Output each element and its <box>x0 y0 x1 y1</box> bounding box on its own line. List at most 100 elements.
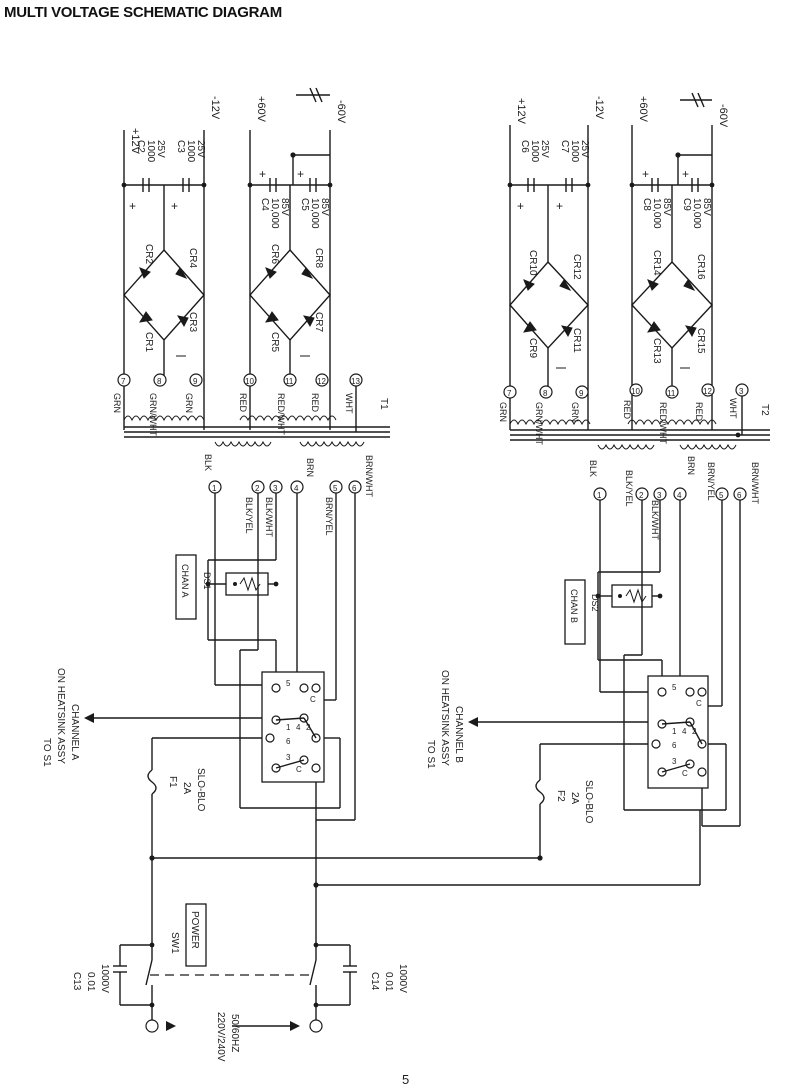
cap-ref-c9: C9 <box>681 198 692 211</box>
svg-text:1000: 1000 <box>529 140 540 163</box>
svg-text:5: 5 <box>286 679 291 688</box>
svg-text:85V: 85V <box>279 198 290 216</box>
mains-voltage: 220V/240V <box>215 1012 226 1062</box>
svg-text:C: C <box>696 699 702 708</box>
transformer-label-t1: T1 <box>378 398 389 410</box>
svg-text:RED: RED <box>238 393 248 413</box>
svg-text:1000: 1000 <box>145 140 156 163</box>
svg-text:+: + <box>259 167 266 181</box>
svg-text:12: 12 <box>703 387 712 396</box>
power-label-box <box>185 903 207 967</box>
svg-text:C: C <box>296 765 302 774</box>
cap-ref-c13: C13 <box>71 972 82 991</box>
svg-text:1: 1 <box>597 491 602 500</box>
svg-text:+: + <box>517 199 524 213</box>
diode-cr15: CR15 <box>695 328 706 354</box>
svg-text:1: 1 <box>286 723 291 732</box>
svg-text:+: + <box>642 167 649 181</box>
rail-label-pos12-b: +12V <box>515 98 527 125</box>
switch-ref-sw1: SW1 <box>169 932 180 954</box>
ds1-ref: DS1 <box>202 572 212 590</box>
svg-text:+: + <box>171 199 178 213</box>
diode-cr12: CR12 <box>571 254 582 280</box>
svg-text:2: 2 <box>306 723 311 732</box>
svg-text:RED: RED <box>694 402 704 422</box>
svg-text:BRN: BRN <box>686 456 696 475</box>
to-s1-b: TO S1 <box>425 740 436 769</box>
rail-label-neg60-a: -60V <box>335 100 347 124</box>
svg-text:1000: 1000 <box>569 140 580 163</box>
ds1-lamp <box>225 572 269 596</box>
rail-label-neg60-b: -60V <box>717 104 729 128</box>
svg-text:25V: 25V <box>155 140 166 158</box>
svg-text:6: 6 <box>737 491 742 500</box>
channel-b-fuse-labels: TO S1 ON HEATSINK ASSY CHANNEL B F2 2A S… <box>425 670 594 824</box>
svg-text:5: 5 <box>719 491 724 500</box>
transformer-t2: T2 7 8 9 10 11 12 3 GRN GRN/WHT GRN RED … <box>498 383 770 541</box>
diode-cr10: CR10 <box>527 250 538 276</box>
diode-cr5: CR5 <box>269 332 280 352</box>
svg-text:BLK/YEL: BLK/YEL <box>244 497 254 534</box>
cap-ref-c5: C5 <box>299 198 310 211</box>
svg-text:CHANNEL B: CHANNEL B <box>453 706 464 763</box>
svg-text:4: 4 <box>677 491 682 500</box>
rail-label-pos60-a: +60V <box>255 96 267 123</box>
svg-text:10: 10 <box>245 377 254 386</box>
svg-text:4: 4 <box>682 727 687 736</box>
svg-text:GRN: GRN <box>570 402 580 422</box>
svg-text:WHT: WHT <box>344 393 354 414</box>
diode-cr2: CR2 <box>143 244 154 264</box>
chan-b-label: CHAN B <box>569 589 579 623</box>
svg-text:ON HEATSINK ASSY: ON HEATSINK ASSY <box>439 670 450 766</box>
svg-text:GRN/WHT: GRN/WHT <box>534 402 544 445</box>
channel-a-selector: CHAN A DS1 5 1 6 3 4 2 C C <box>84 493 356 861</box>
svg-text:RED: RED <box>622 400 632 420</box>
channel-b-selector: CHAN B DS2 5 1 6 3 4 2 C C <box>468 500 741 858</box>
page-number: 5 <box>402 1072 410 1087</box>
channel-a-supply: + + + + +12V -12V +60V -60V C2 1000 25V … <box>121 87 347 430</box>
power-label: POWER <box>189 911 200 949</box>
mains-terminal-2 <box>309 1019 323 1033</box>
cap-ref-c7: C7 <box>559 140 570 153</box>
svg-text:CHANNEL A: CHANNEL A <box>69 704 80 761</box>
diode-cr13: CR13 <box>651 338 662 364</box>
svg-text:10,000: 10,000 <box>651 198 662 229</box>
svg-text:ON HEATSINK ASSY: ON HEATSINK ASSY <box>55 668 66 764</box>
svg-text:GRN/WHT: GRN/WHT <box>148 393 158 436</box>
svg-text:RED: RED <box>310 393 320 413</box>
svg-text:2A: 2A <box>181 782 192 795</box>
diode-cr8: CR8 <box>313 248 324 268</box>
svg-text:1000V: 1000V <box>99 964 110 993</box>
svg-text:BLK: BLK <box>203 454 213 471</box>
svg-text:WHT: WHT <box>728 398 738 419</box>
diode-cr6: CR6 <box>269 244 280 264</box>
svg-text:C: C <box>310 695 316 704</box>
svg-text:3: 3 <box>273 484 278 493</box>
svg-text:BRN/WHT: BRN/WHT <box>364 455 374 497</box>
svg-text:12: 12 <box>317 377 326 386</box>
fuse-f1-ref: F1 <box>167 776 178 788</box>
svg-text:RED/WHT: RED/WHT <box>658 402 668 444</box>
cap-ref-c14: C14 <box>369 972 380 991</box>
svg-text:10,000: 10,000 <box>269 198 280 229</box>
svg-text:+: + <box>556 199 563 213</box>
svg-text:13: 13 <box>351 377 360 386</box>
diode-cr3: CR3 <box>187 312 198 332</box>
diode-cr1: CR1 <box>143 332 154 352</box>
mains-input: C13 0.01 1000V C14 0.01 1000V SW1 POWER … <box>71 810 701 1062</box>
svg-text:GRN: GRN <box>112 393 122 413</box>
svg-text:6: 6 <box>286 737 291 746</box>
svg-text:2A: 2A <box>569 792 580 805</box>
svg-text:10,000: 10,000 <box>691 198 702 229</box>
svg-text:10,000: 10,000 <box>309 198 320 229</box>
svg-text:9: 9 <box>579 389 584 398</box>
fuse-f2-ref: F2 <box>555 790 566 802</box>
rail-label-pos60-b: +60V <box>637 96 649 123</box>
cap-ref-c4: C4 <box>259 198 270 211</box>
ds2-ref: DS2 <box>590 594 600 612</box>
svg-text:0.01: 0.01 <box>85 972 96 992</box>
svg-text:85V: 85V <box>701 198 712 216</box>
svg-text:1000: 1000 <box>185 140 196 163</box>
cap-ref-c2: C2 <box>135 140 146 153</box>
